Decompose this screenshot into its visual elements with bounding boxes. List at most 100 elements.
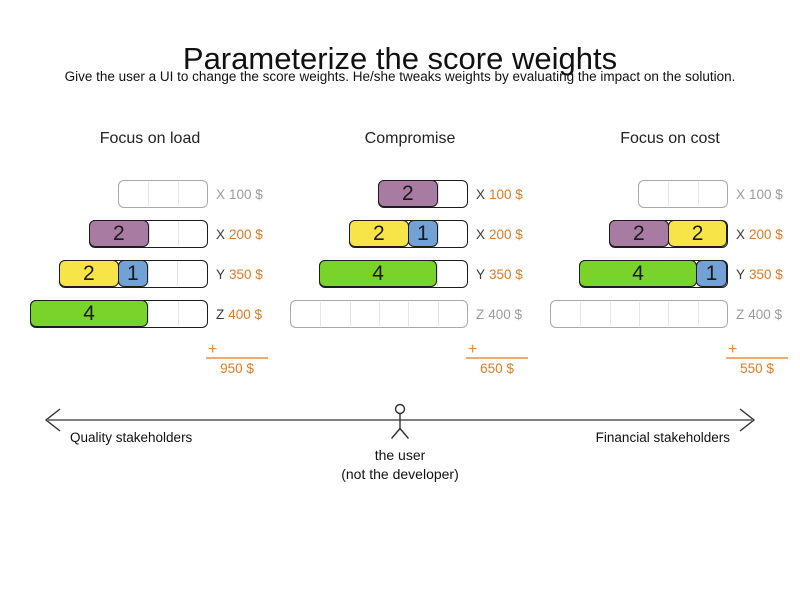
sum-total: 950 $ [220, 361, 254, 376]
weight-track [550, 300, 728, 328]
sum-total: 650 $ [480, 361, 514, 376]
cell-separator [580, 302, 581, 326]
constraint-letter: X [216, 186, 226, 202]
weight-block-purple: 2 [378, 180, 438, 207]
sum-total: 550 $ [740, 361, 774, 376]
scenario-title: Focus on cost [620, 130, 720, 147]
page-subtitle: Give the user a UI to change the score w… [64, 69, 736, 84]
cell-separator [408, 302, 409, 326]
constraint-cost: 400 $ [488, 306, 523, 322]
constraint-letter: X [736, 226, 746, 242]
weight-block-green: 4 [579, 260, 698, 287]
stakeholder-axis [44, 403, 756, 439]
cell-separator [438, 222, 439, 246]
constraint-letter: X [476, 226, 486, 242]
page-title: Parameterize the score weights [182, 40, 618, 76]
cell-separator [668, 182, 669, 206]
cell-separator [320, 302, 321, 326]
cell-separator [698, 302, 699, 326]
constraint-cost: 200 $ [489, 226, 523, 242]
constraint-letter: Z [216, 306, 225, 322]
constraint-cost: 200 $ [229, 226, 263, 242]
constraint-cost: 100 $ [229, 186, 263, 202]
financial-stakeholders-label: Financial stakeholders [595, 430, 730, 445]
weight-track: 4 [30, 300, 208, 328]
cell-separator [438, 182, 439, 206]
plus-sign: + [206, 342, 268, 359]
cell-separator [438, 302, 439, 326]
weight-block-green: 4 [319, 260, 438, 287]
weight-track [290, 300, 468, 328]
constraint-letter: Z [736, 306, 745, 322]
constraint-cost: 100 $ [489, 186, 523, 202]
weight-track: 2 [378, 180, 468, 208]
user-caption-line2: (not the developer) [341, 466, 459, 482]
constraint-letter: Y [216, 266, 226, 282]
cell-separator [437, 262, 438, 286]
sum-block: + 650 $ [466, 342, 528, 376]
cell-separator [178, 222, 179, 246]
constraint-cost: 350 $ [489, 266, 523, 282]
cell-separator [350, 302, 351, 326]
weight-block-yellow: 2 [349, 220, 409, 247]
weight-block-yellow: 2 [59, 260, 119, 287]
constraint-cost: 350 $ [229, 266, 263, 282]
cell-separator [610, 302, 611, 326]
weight-track [638, 180, 728, 208]
constraint-cost: 100 $ [749, 186, 783, 202]
cell-separator [149, 222, 150, 246]
stick-figure-icon [390, 403, 410, 439]
constraint-cost: 350 $ [749, 266, 783, 282]
cell-separator [148, 262, 149, 286]
weight-track [118, 180, 208, 208]
user-caption: the user (not the developer) [0, 446, 800, 484]
constraint-letter: Y [476, 266, 486, 282]
weight-block-green: 4 [30, 300, 149, 327]
sum-block: + 950 $ [206, 342, 268, 376]
cell-separator [668, 302, 669, 326]
constraint-letter: Y [736, 266, 746, 282]
cell-separator [178, 302, 179, 326]
right-arrowhead-icon [739, 408, 756, 432]
weight-track: 2 [89, 220, 208, 248]
constraint-cost: 200 $ [749, 226, 783, 242]
scenario-title: Compromise [364, 130, 456, 147]
constraint-letter: Z [476, 306, 485, 322]
user-caption-line1: the user [374, 447, 426, 463]
weight-block-blue: 1 [117, 260, 148, 287]
constraint-letter: X [476, 186, 486, 202]
weight-block-blue: 1 [696, 260, 727, 287]
weight-block-blue: 1 [407, 220, 438, 247]
